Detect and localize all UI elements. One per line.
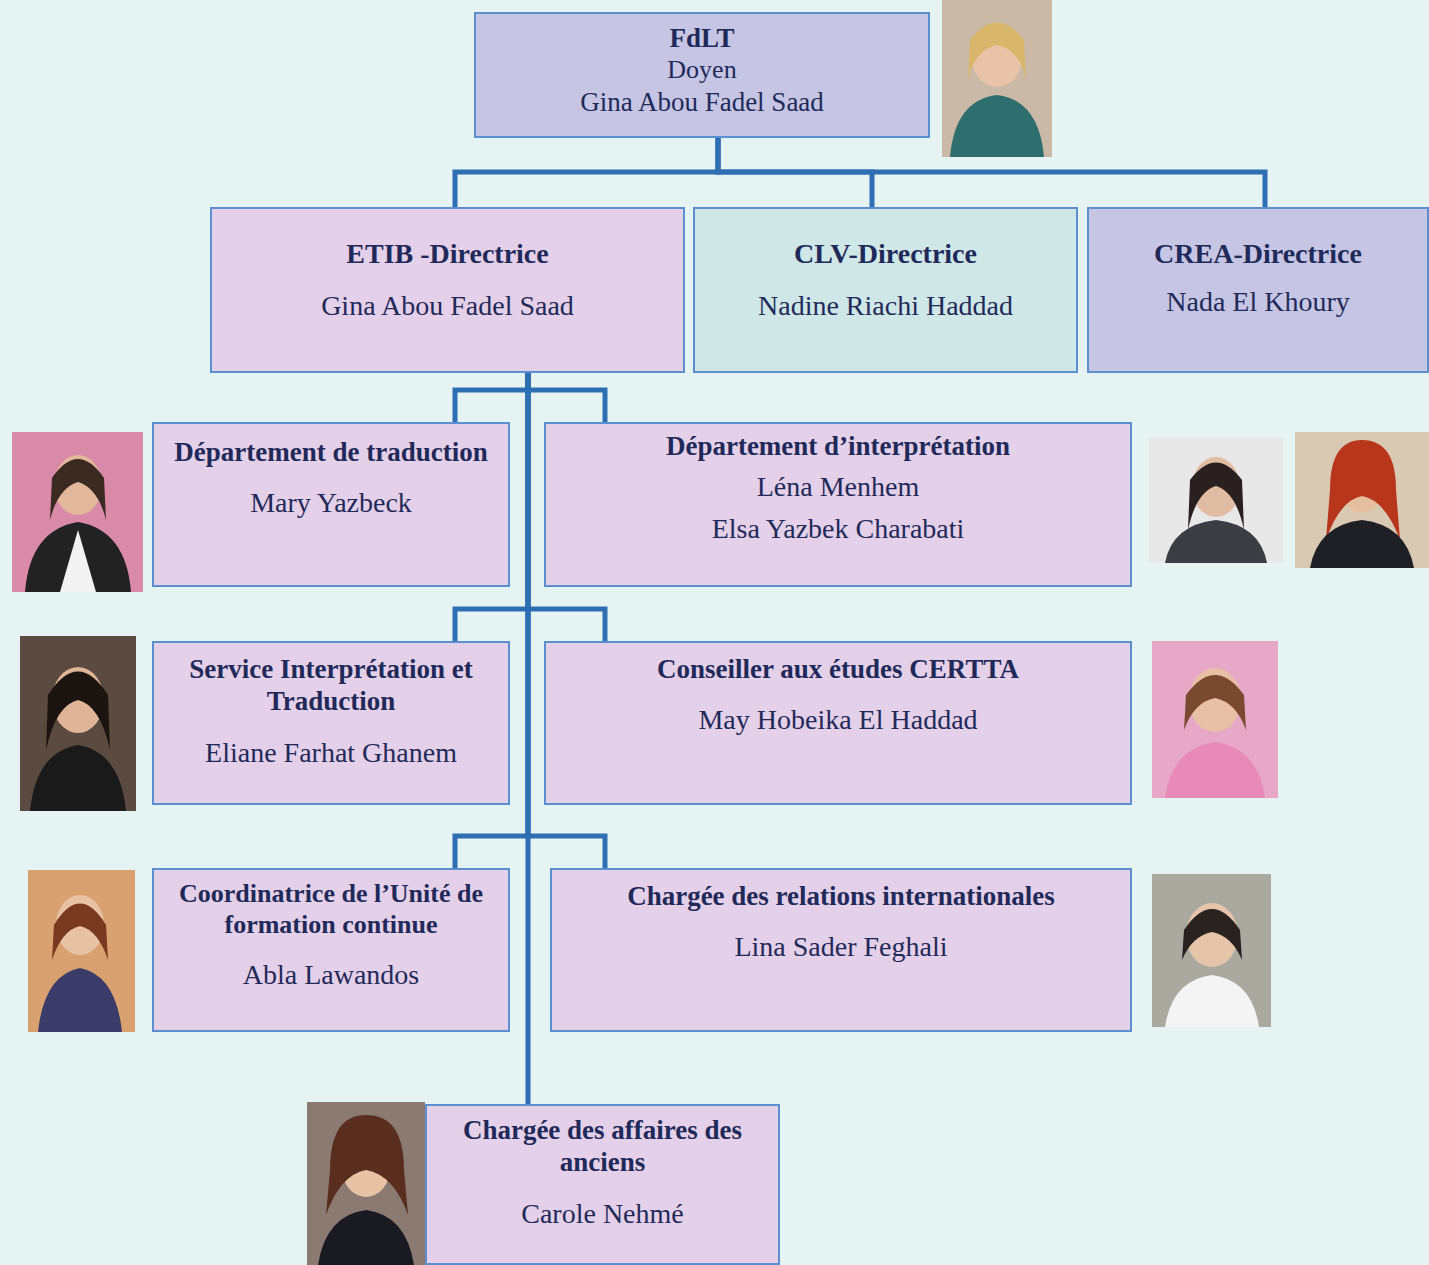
org-box: Département de traductionMary Yazbeck [152, 422, 510, 587]
box-heading: Service Interprétation et Traduction [164, 653, 498, 718]
box-heading: Chargée des affaires des anciens [437, 1114, 768, 1179]
box-heading: CREA-Directrice [1154, 237, 1362, 271]
box-text: Mary Yazbeck [250, 486, 412, 520]
org-connector [455, 373, 528, 422]
org-box: FdLTDoyenGina Abou Fadel Saad [474, 12, 930, 138]
box-text: Gina Abou Fadel Saad [580, 86, 824, 118]
box-heading: Département de traduction [174, 436, 487, 468]
portrait-photo [12, 432, 143, 592]
box-text: Carole Nehmé [521, 1197, 684, 1231]
box-heading: FdLT [669, 22, 734, 54]
box-heading: Coordinatrice de l’Unité de formation co… [164, 878, 498, 940]
box-heading: CLV-Directrice [794, 237, 977, 271]
org-box: CLV-DirectriceNadine Riachi Haddad [693, 207, 1078, 373]
org-box: Chargée des relations internationalesLin… [550, 868, 1132, 1032]
org-connector [528, 373, 605, 422]
portrait-photo [307, 1102, 425, 1265]
org-box: Département d’interprétationLéna MenhemE… [544, 422, 1132, 587]
box-heading: ETIB -Directrice [346, 237, 548, 271]
org-box: Service Interprétation et TraductionElia… [152, 641, 510, 805]
portrait-photo [1152, 641, 1278, 798]
box-text: Elsa Yazbek Charabati [712, 512, 965, 546]
org-box: Chargée des affaires des anciensCarole N… [425, 1104, 780, 1265]
box-heading: Chargée des relations internationales [627, 880, 1055, 912]
portrait-photo [942, 0, 1052, 157]
box-text: Doyen [667, 54, 736, 85]
box-heading: Conseiller aux études CERTTA [657, 653, 1019, 685]
box-text: Léna Menhem [757, 470, 920, 504]
box-text: Nadine Riachi Haddad [758, 289, 1013, 323]
org-connector [526, 373, 531, 1104]
box-text: May Hobeika El Haddad [698, 703, 977, 737]
portrait-photo [20, 636, 136, 811]
org-box: CREA-DirectriceNada El Khoury [1087, 207, 1429, 373]
box-text: Lina Sader Feghali [734, 930, 947, 964]
portrait-photo [28, 870, 135, 1032]
box-heading: Département d’interprétation [666, 430, 1010, 462]
portrait-photo [1149, 437, 1283, 563]
box-text: Abla Lawandos [243, 958, 420, 992]
org-box: Conseiller aux études CERTTA May Hobeika … [544, 641, 1132, 805]
portrait-photo [1152, 874, 1271, 1027]
org-box: ETIB -DirectriceGina Abou Fadel Saad [210, 207, 685, 373]
portrait-photo [1295, 432, 1429, 568]
org-connector [718, 138, 1265, 207]
org-connector [455, 138, 718, 207]
org-box: Coordinatrice de l’Unité de formation co… [152, 868, 510, 1032]
box-text: Nada El Khoury [1166, 285, 1350, 319]
box-text: Gina Abou Fadel Saad [321, 289, 574, 323]
box-text: Eliane Farhat Ghanem [205, 736, 457, 770]
